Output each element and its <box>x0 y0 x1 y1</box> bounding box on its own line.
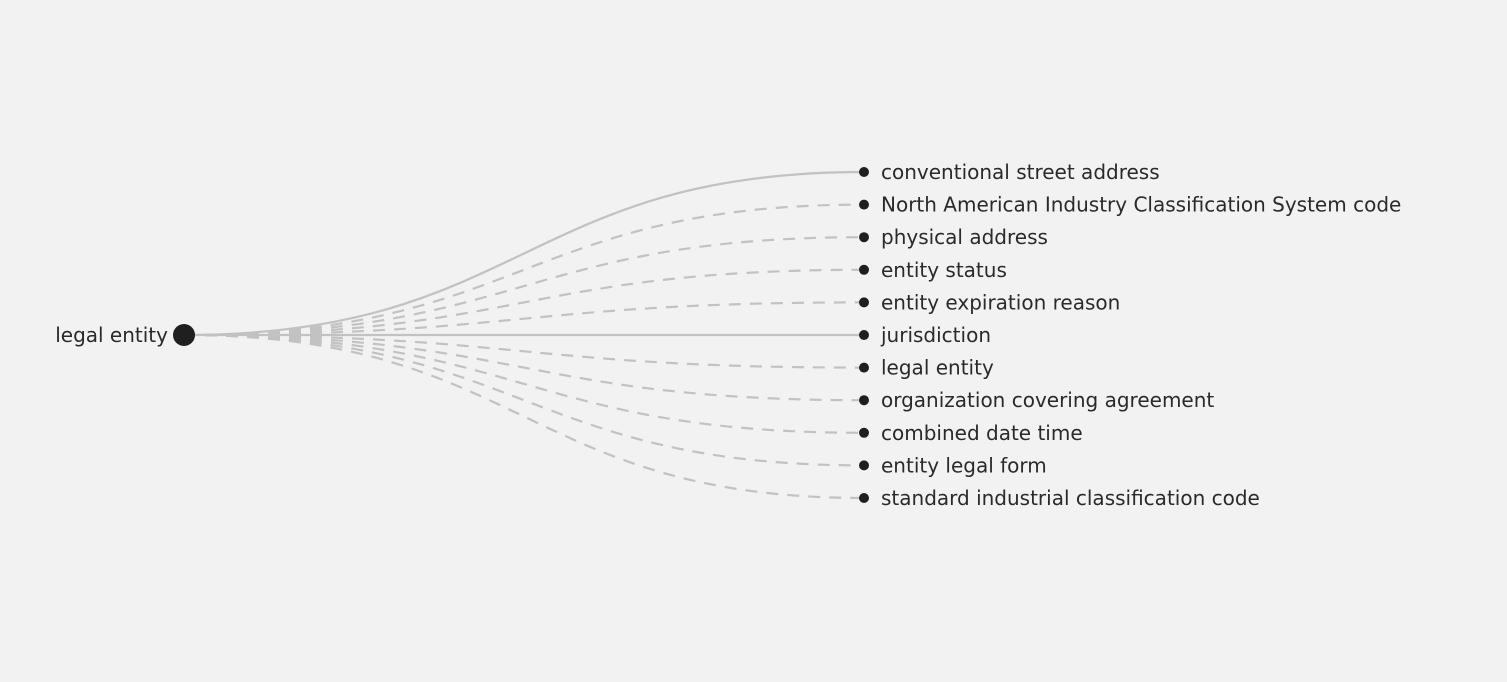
child-node-dot[interactable] <box>859 167 869 177</box>
child-node-label: legal entity <box>881 356 994 380</box>
child-node[interactable]: jurisdiction <box>859 323 991 347</box>
child-node-label: entity status <box>881 258 1007 282</box>
root-node-dot[interactable] <box>173 324 195 346</box>
child-node[interactable]: entity status <box>859 258 1007 282</box>
child-node-label: standard industrial classification code <box>881 486 1260 510</box>
child-node[interactable]: standard industrial classification code <box>859 486 1260 510</box>
child-node-label: conventional street address <box>881 160 1160 184</box>
link-8 <box>183 333 865 434</box>
link-6 <box>183 333 865 369</box>
child-node-dot[interactable] <box>859 199 869 210</box>
child-node-dot[interactable] <box>859 362 869 373</box>
child-node-label: entity legal form <box>881 453 1047 477</box>
child-node[interactable]: North American Industry Classification S… <box>859 193 1401 217</box>
root-node-label: legal entity <box>55 323 168 347</box>
child-node[interactable]: physical address <box>859 225 1048 249</box>
link-10 <box>183 333 865 500</box>
link-0 <box>183 170 865 337</box>
link-1 <box>183 203 865 337</box>
child-node[interactable]: entity legal form <box>859 453 1047 477</box>
child-node-label: combined date time <box>881 421 1083 445</box>
child-node-dot[interactable] <box>859 460 869 471</box>
child-node[interactable]: conventional street address <box>859 160 1160 184</box>
child-node[interactable]: legal entity <box>859 356 994 380</box>
child-node-label: organization covering agreement <box>881 388 1214 412</box>
child-node-dot[interactable] <box>859 427 869 438</box>
link-7 <box>183 333 865 402</box>
child-node-dot[interactable] <box>859 232 869 243</box>
child-node-dot[interactable] <box>859 330 869 340</box>
child-node-label: entity expiration reason <box>881 290 1120 314</box>
links-group <box>183 170 865 500</box>
child-node-dot[interactable] <box>859 297 869 308</box>
child-node[interactable]: organization covering agreement <box>859 388 1214 412</box>
link-4 <box>183 301 865 337</box>
child-node-label: North American Industry Classification S… <box>881 193 1401 217</box>
child-node[interactable]: combined date time <box>859 421 1083 445</box>
link-9 <box>183 333 865 467</box>
link-3 <box>183 268 865 337</box>
child-node-dot[interactable] <box>859 395 869 406</box>
child-node-dot[interactable] <box>859 493 869 503</box>
child-node-dot[interactable] <box>859 264 869 275</box>
root-node[interactable]: legal entity <box>55 323 195 347</box>
link-2 <box>183 236 865 337</box>
child-node-label: jurisdiction <box>880 323 991 347</box>
child-node[interactable]: entity expiration reason <box>859 290 1120 314</box>
child-node-label: physical address <box>881 225 1048 249</box>
